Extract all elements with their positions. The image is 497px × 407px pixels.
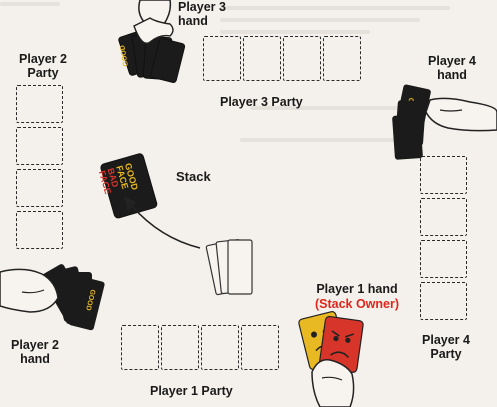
stack-label: Stack: [176, 169, 211, 184]
player2-party-slot[interactable]: [16, 211, 63, 249]
background-text: [240, 138, 400, 142]
player1-party-slot[interactable]: [241, 325, 279, 370]
player4-party-slot[interactable]: [420, 240, 467, 278]
player4-party-label: Player 4 Party: [422, 333, 470, 361]
player3-party-slot[interactable]: [203, 36, 241, 81]
background-text: [220, 18, 420, 22]
player3-party-label: Player 3 Party: [220, 95, 303, 109]
player2-hand-cards: GOOD: [0, 264, 105, 331]
player1-party-label: Player 1 Party: [150, 384, 233, 398]
card-text: GOOD: [119, 45, 130, 67]
played-cards: [205, 239, 253, 296]
player1-party-slot[interactable]: [121, 325, 159, 370]
player4-hand-label: Player 4 hand: [428, 54, 476, 82]
player2-party-slot[interactable]: [16, 85, 63, 123]
player1-hand-label: Player 1 hand: [316, 282, 398, 296]
player4-hand-cards: GOOD: [392, 84, 497, 160]
stack-owner-label: (Stack Owner): [314, 297, 400, 311]
card-text: GOOD: [84, 289, 96, 311]
player4-party-slot[interactable]: [420, 198, 467, 236]
background-text: [220, 30, 370, 34]
background-text: [220, 6, 450, 10]
player1-party-slot[interactable]: [161, 325, 199, 370]
arrow: [124, 196, 201, 249]
player2-party-slot[interactable]: [16, 127, 63, 165]
player3-party-slot[interactable]: [243, 36, 281, 81]
background-text: [250, 106, 450, 110]
player3-party-slot[interactable]: [323, 36, 361, 81]
player3-party-slot[interactable]: [283, 36, 321, 81]
player4-party-slot[interactable]: [420, 156, 467, 194]
player3-hand-label: Player 3 hand: [178, 0, 226, 28]
player2-party-slot[interactable]: [16, 169, 63, 207]
player1-party-slot[interactable]: [201, 325, 239, 370]
background-text: [0, 2, 60, 6]
player2-party-label: Player 2 Party: [19, 52, 67, 80]
player4-party-slot[interactable]: [420, 282, 467, 320]
player3-hand-cards: GOOD: [118, 0, 186, 83]
player2-hand-label: Player 2 hand: [11, 338, 59, 366]
stack-card: GOOD FACE BAD FACE: [97, 153, 158, 219]
player1-hand-cards: [298, 311, 364, 407]
